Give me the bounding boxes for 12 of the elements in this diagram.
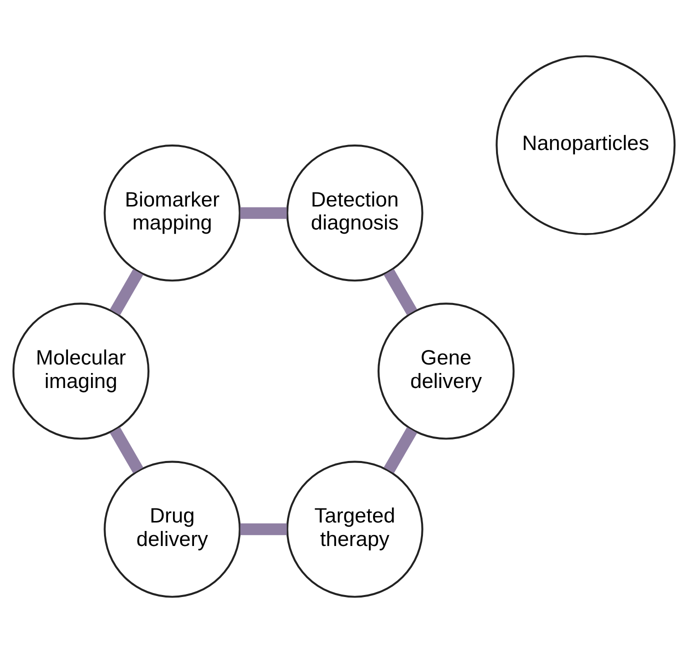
connector xyxy=(240,522,287,535)
node-circle: Drug delivery xyxy=(104,460,241,598)
node-circle: Nanoparticles xyxy=(496,54,676,235)
node-circle: Detection diagnosis xyxy=(286,144,424,282)
connector xyxy=(384,426,418,473)
connector xyxy=(240,206,287,218)
node-circle: Gene delivery xyxy=(378,302,515,440)
connector xyxy=(110,426,144,473)
node-circle: Biomarker mapping xyxy=(104,144,241,282)
node-circle: Targeted therapy xyxy=(286,460,424,598)
node-circle: Molecular imaging xyxy=(12,302,150,440)
connector xyxy=(384,268,418,315)
